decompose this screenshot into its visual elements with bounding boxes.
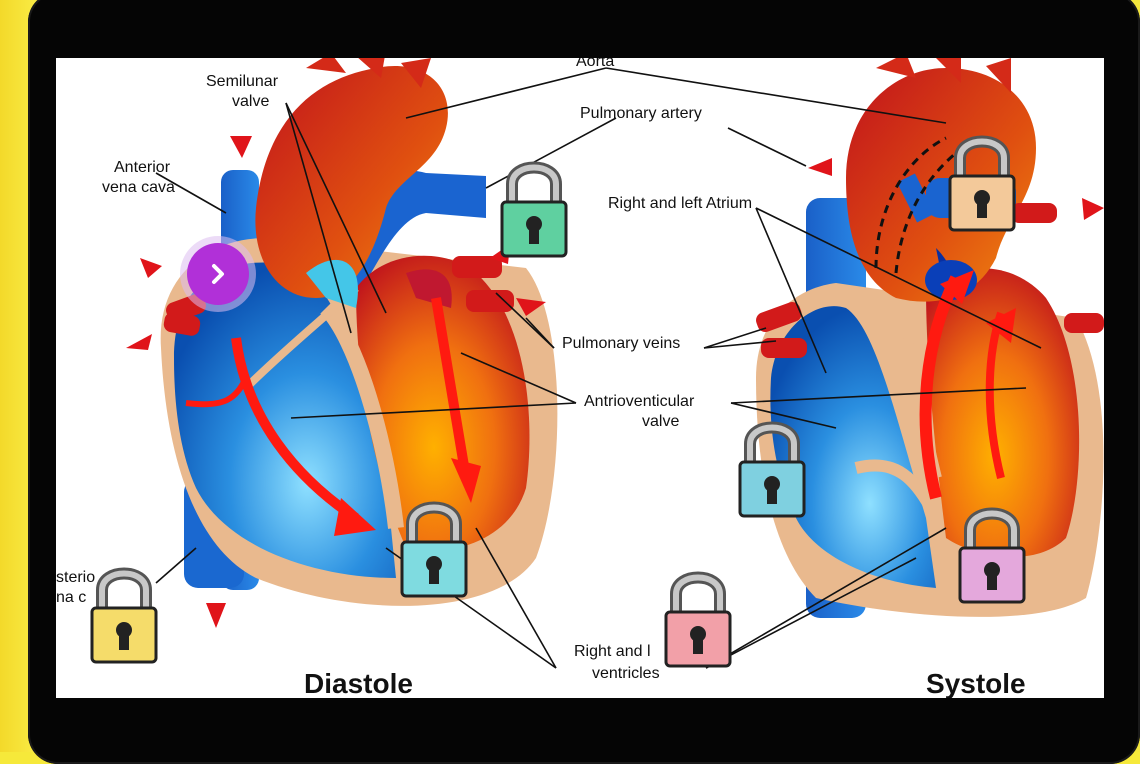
- pulmonary-artery-label: Pulmonary artery: [580, 104, 702, 124]
- padlock-icon: [956, 494, 1028, 606]
- diagram-screen: Aorta Semilunar valve Pulmonary artery A…: [56, 58, 1104, 698]
- pulmonary-veins-label: Pulmonary veins: [562, 334, 680, 354]
- lock-ventricle-systole[interactable]: [956, 494, 1028, 606]
- anterior-vena-cava-label-line2: vena cava: [102, 178, 175, 198]
- right-left-atrium-label: Right and left Atrium: [608, 194, 752, 214]
- semilunar-valve-label-line1: Semilunar: [206, 72, 278, 92]
- padlock-icon: [88, 554, 160, 666]
- lock-av-valve[interactable]: [736, 408, 808, 520]
- ventricles-label-line2: ventricles: [592, 664, 660, 684]
- lock-pulmonary-artery[interactable]: [498, 148, 570, 260]
- lock-aorta[interactable]: [946, 122, 1018, 234]
- next-button-circle: [187, 243, 249, 305]
- av-valve-label-line2: valve: [642, 412, 679, 432]
- padlock-icon: [498, 148, 570, 260]
- padlock-icon: [946, 122, 1018, 234]
- chevron-right-icon: [204, 260, 232, 288]
- padlock-icon: [662, 558, 734, 670]
- systole-caption: Systole: [926, 668, 1026, 698]
- lock-ventricle-diastole[interactable]: [398, 488, 470, 600]
- diastole-heart: [126, 58, 557, 628]
- padlock-icon: [398, 488, 470, 600]
- next-button[interactable]: [180, 236, 256, 312]
- lock-ventricles[interactable]: [662, 558, 734, 670]
- diastole-caption: Diastole: [304, 668, 413, 698]
- av-valve-label-line1: Antrioventicular: [584, 392, 694, 412]
- systole-heart: [754, 58, 1104, 618]
- ventricles-label-line1: Right and l: [574, 642, 651, 662]
- anterior-vena-cava-label-line1: Anterior: [114, 158, 170, 178]
- posterior-vena-cava-label-line2: na c: [56, 588, 86, 608]
- lock-posterior-vena-cava[interactable]: [88, 554, 160, 666]
- padlock-icon: [736, 408, 808, 520]
- aorta-label: Aorta: [576, 58, 614, 72]
- semilunar-valve-label-line2: valve: [232, 92, 269, 112]
